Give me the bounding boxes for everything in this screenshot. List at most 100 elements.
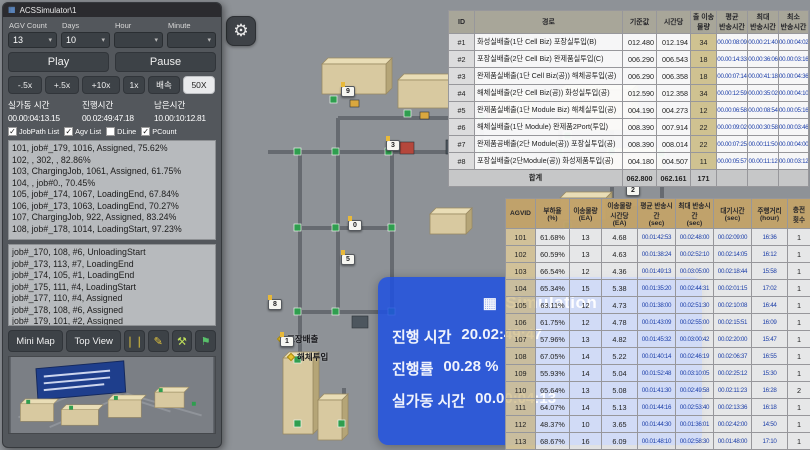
agv-marker-number: 2	[631, 187, 635, 194]
agv-count-label: AGV Count	[8, 21, 57, 30]
jobpath-list-checkbox[interactable]: ✓JobPath List	[8, 127, 59, 136]
column-header[interactable]: 경로	[475, 11, 623, 34]
checkbox-label: DLine	[117, 127, 136, 136]
column-header[interactable]: 대기시간 (sec)	[714, 199, 752, 229]
agv-marker[interactable]: 0	[348, 220, 362, 231]
agv-row[interactable]: 11248.37%103.6500.01:44:3000.01:36:0100.…	[506, 416, 810, 433]
agv-row[interactable]: 10757.96%134.8200.01:45:3200.03:00:4200.…	[506, 331, 810, 348]
path-lines-icon-button[interactable]: ❘❘	[124, 330, 145, 352]
agv-job-list-item[interactable]: job#_179, 101, #2, Assigned	[12, 316, 212, 326]
job-list-item[interactable]: 101, job#_179, 1016, Assigned, 75.62%	[12, 143, 212, 155]
route-row[interactable]: #1화성실배출(1단 Cell Biz) 포장실투입(B)012.480012.…	[449, 34, 809, 51]
agv-job-list-item[interactable]: job#_170, 108, #6, UnloadingStart	[12, 247, 212, 259]
route-row[interactable]: #4해체실배출(2단 Cell Biz(공)) 화성실투입(공)012.5900…	[449, 85, 809, 102]
column-header[interactable]: 주행거리 (hour)	[752, 199, 788, 229]
minute-select[interactable]: ▾	[167, 32, 216, 48]
column-header[interactable]: 이송물량 시간당 (EA)	[602, 199, 638, 229]
mini-map-button[interactable]: Mini Map	[8, 330, 63, 352]
speed-one-x-button[interactable]: 1x	[123, 76, 145, 94]
agv-marker[interactable]: 9	[341, 86, 355, 97]
table-cell: 008.390	[623, 119, 657, 136]
speed-plus-half-button[interactable]: +.5x	[45, 76, 79, 94]
dline-checkbox[interactable]: DLine	[106, 127, 136, 136]
agv-row[interactable]: 11065.64%135.0800.01:41:3000.02:49:5800.…	[506, 382, 810, 399]
map-label-dismantle-in: 해체투입	[288, 351, 328, 363]
agv-list-checkbox[interactable]: ✓Agv List	[64, 127, 101, 136]
table-cell: 완제품공배출(2단 Module(공)) 포장실투입(공)	[475, 136, 623, 153]
route-row[interactable]: #7완제품공배출(2단 Module(공)) 포장실투입(공)008.39000…	[449, 136, 809, 153]
route-row[interactable]: #3완제품실배출(1단 Cell Biz(공)) 해체공투입(공)006.290…	[449, 68, 809, 85]
column-header[interactable]: AGVID	[506, 199, 536, 229]
column-header[interactable]: 평균 반송시간	[717, 11, 748, 34]
table-cell: 004.180	[623, 153, 657, 170]
job-list-item[interactable]: 107, ChargingJob, 922, Assigned, 83.24%	[12, 212, 212, 224]
agv-job-list[interactable]: job#_170, 108, #6, UnloadingStartjob#_17…	[8, 244, 216, 326]
column-header[interactable]: 최대 반송시간 (sec)	[676, 199, 714, 229]
remaining-label: 남은시간	[154, 99, 216, 111]
job-list-item[interactable]: 102, , 302, , 82.86%	[12, 155, 212, 167]
agv-count-select[interactable]: 13▾	[8, 32, 57, 48]
table-cell: 00.00:08:09	[717, 34, 748, 51]
pcount-checkbox[interactable]: ✓PCount	[141, 127, 176, 136]
agv-marker[interactable]: 3	[386, 140, 400, 151]
column-header[interactable]: 평균 반송시간 (sec)	[638, 199, 676, 229]
agv-marker[interactable]: 1	[280, 336, 294, 347]
column-header[interactable]: 시간당	[657, 11, 691, 34]
speed-plus-ten-button[interactable]: +10x	[82, 76, 120, 94]
job-status-list[interactable]: 101, job#_179, 1016, Assigned, 75.62%102…	[8, 140, 216, 240]
column-header[interactable]: 최소 반송시간	[779, 11, 809, 34]
agv-job-list-item[interactable]: job#_174, 105, #1, LoadingEnd	[12, 270, 212, 282]
agv-marker[interactable]: 5	[341, 254, 355, 265]
route-row[interactable]: #5완제품실배출(1단 Module Biz) 해체실투입(공)004.1900…	[449, 102, 809, 119]
agv-row[interactable]: 10563.11%124.7300.01:38:0000.02:51:3000.…	[506, 297, 810, 314]
agv-row[interactable]: 10661.75%124.7800.01:43:0900.02:55:0000.…	[506, 314, 810, 331]
agv-row[interactable]: 10260.59%134.6300.01:38:2400.02:52:1000.…	[506, 246, 810, 263]
table-cell: 13	[570, 246, 602, 263]
column-header[interactable]: ID	[449, 11, 475, 34]
table-cell: 00.02:49:58	[676, 382, 714, 399]
play-button[interactable]: Play	[8, 52, 109, 72]
days-select[interactable]: 10▾	[61, 32, 110, 48]
speed-multiplier-button[interactable]: 배속	[148, 76, 180, 94]
route-row[interactable]: #8포장실배출(2단Module(공)) 화성제품투입(공)004.180004…	[449, 153, 809, 170]
column-header[interactable]: 이송물량 (EA)	[570, 199, 602, 229]
edit-icon-button[interactable]: ✎	[148, 330, 169, 352]
mini-map-view[interactable]	[8, 356, 216, 434]
agv-row[interactable]: 10867.05%145.2200.01:40:1400.02:46:1900.…	[506, 348, 810, 365]
table-cell: 00.02:10:08	[714, 297, 752, 314]
column-header[interactable]: 출 이송 물량	[691, 11, 717, 34]
chevron-down-icon: ▾	[154, 36, 158, 44]
agv-row[interactable]: 10465.34%155.3800.01:35:2000.02:44:3100.…	[506, 280, 810, 297]
agv-job-list-item[interactable]: job#_173, 113, #7, LoadingEnd	[12, 259, 212, 271]
settings-button[interactable]: ⚙	[226, 16, 256, 46]
job-list-item[interactable]: 104, , job#0., 70.45%	[12, 178, 212, 190]
column-header[interactable]: 부하율 (%)	[536, 199, 570, 229]
pause-button[interactable]: Pause	[115, 52, 216, 72]
column-header[interactable]: 최대 반송시간	[748, 11, 779, 34]
agv-row[interactable]: 10955.93%145.0400.01:52:4800.03:10:0500.…	[506, 365, 810, 382]
job-list-item[interactable]: 106, job#_173, 1063, LoadingEnd, 70.27%	[12, 201, 212, 213]
top-view-button[interactable]: Top View	[66, 330, 121, 352]
agv-job-list-item[interactable]: job#_177, 110, #4, Assigned	[12, 293, 212, 305]
table-cell: 106	[506, 314, 536, 331]
flag-icon-button[interactable]: ⚑	[195, 330, 216, 352]
agv-row[interactable]: 11164.07%145.1300.01:44:1600.02:53:4000.…	[506, 399, 810, 416]
agv-row[interactable]: 10366.54%124.3600.01:49:1300.03:05:0000.…	[506, 263, 810, 280]
job-list-item[interactable]: 105, job#_174, 1067, LoadingEnd, 67.84%	[12, 189, 212, 201]
agv-marker[interactable]: 8	[268, 299, 282, 310]
speed-fifty-x-button[interactable]: 50X	[183, 76, 215, 94]
tools-icon-button[interactable]: ⚒	[172, 330, 193, 352]
agv-job-list-item[interactable]: job#_178, 108, #6, Assigned	[12, 305, 212, 317]
window-titlebar[interactable]: ▦ ACSSimulator\1	[3, 3, 221, 17]
job-list-item[interactable]: 103, ChargingJob, 1061, Assigned, 61.75%	[12, 166, 212, 178]
column-header[interactable]: 충전 횟수	[788, 199, 810, 229]
agv-job-list-item[interactable]: job#_175, 111, #4, LoadingStart	[12, 282, 212, 294]
route-row[interactable]: #6해체실배출(1단 Module) 완제품2Port(투입)008.39000…	[449, 119, 809, 136]
job-list-item[interactable]: 108, job#_178, 1014, LoadingStart, 97.23…	[12, 224, 212, 236]
column-header[interactable]: 기준값	[623, 11, 657, 34]
agv-row[interactable]: 10161.68%134.6800.01:42:5300.02:48:0000.…	[506, 229, 810, 246]
agv-row[interactable]: 11368.67%166.0900.01:48:1000.02:58:3000.…	[506, 433, 810, 450]
route-row[interactable]: #2포장실배출(2단 Cell Biz) 완제품실투입(C)006.290006…	[449, 51, 809, 68]
hour-select[interactable]: ▾	[114, 32, 163, 48]
speed-minus-half-button[interactable]: -.5x	[8, 76, 42, 94]
